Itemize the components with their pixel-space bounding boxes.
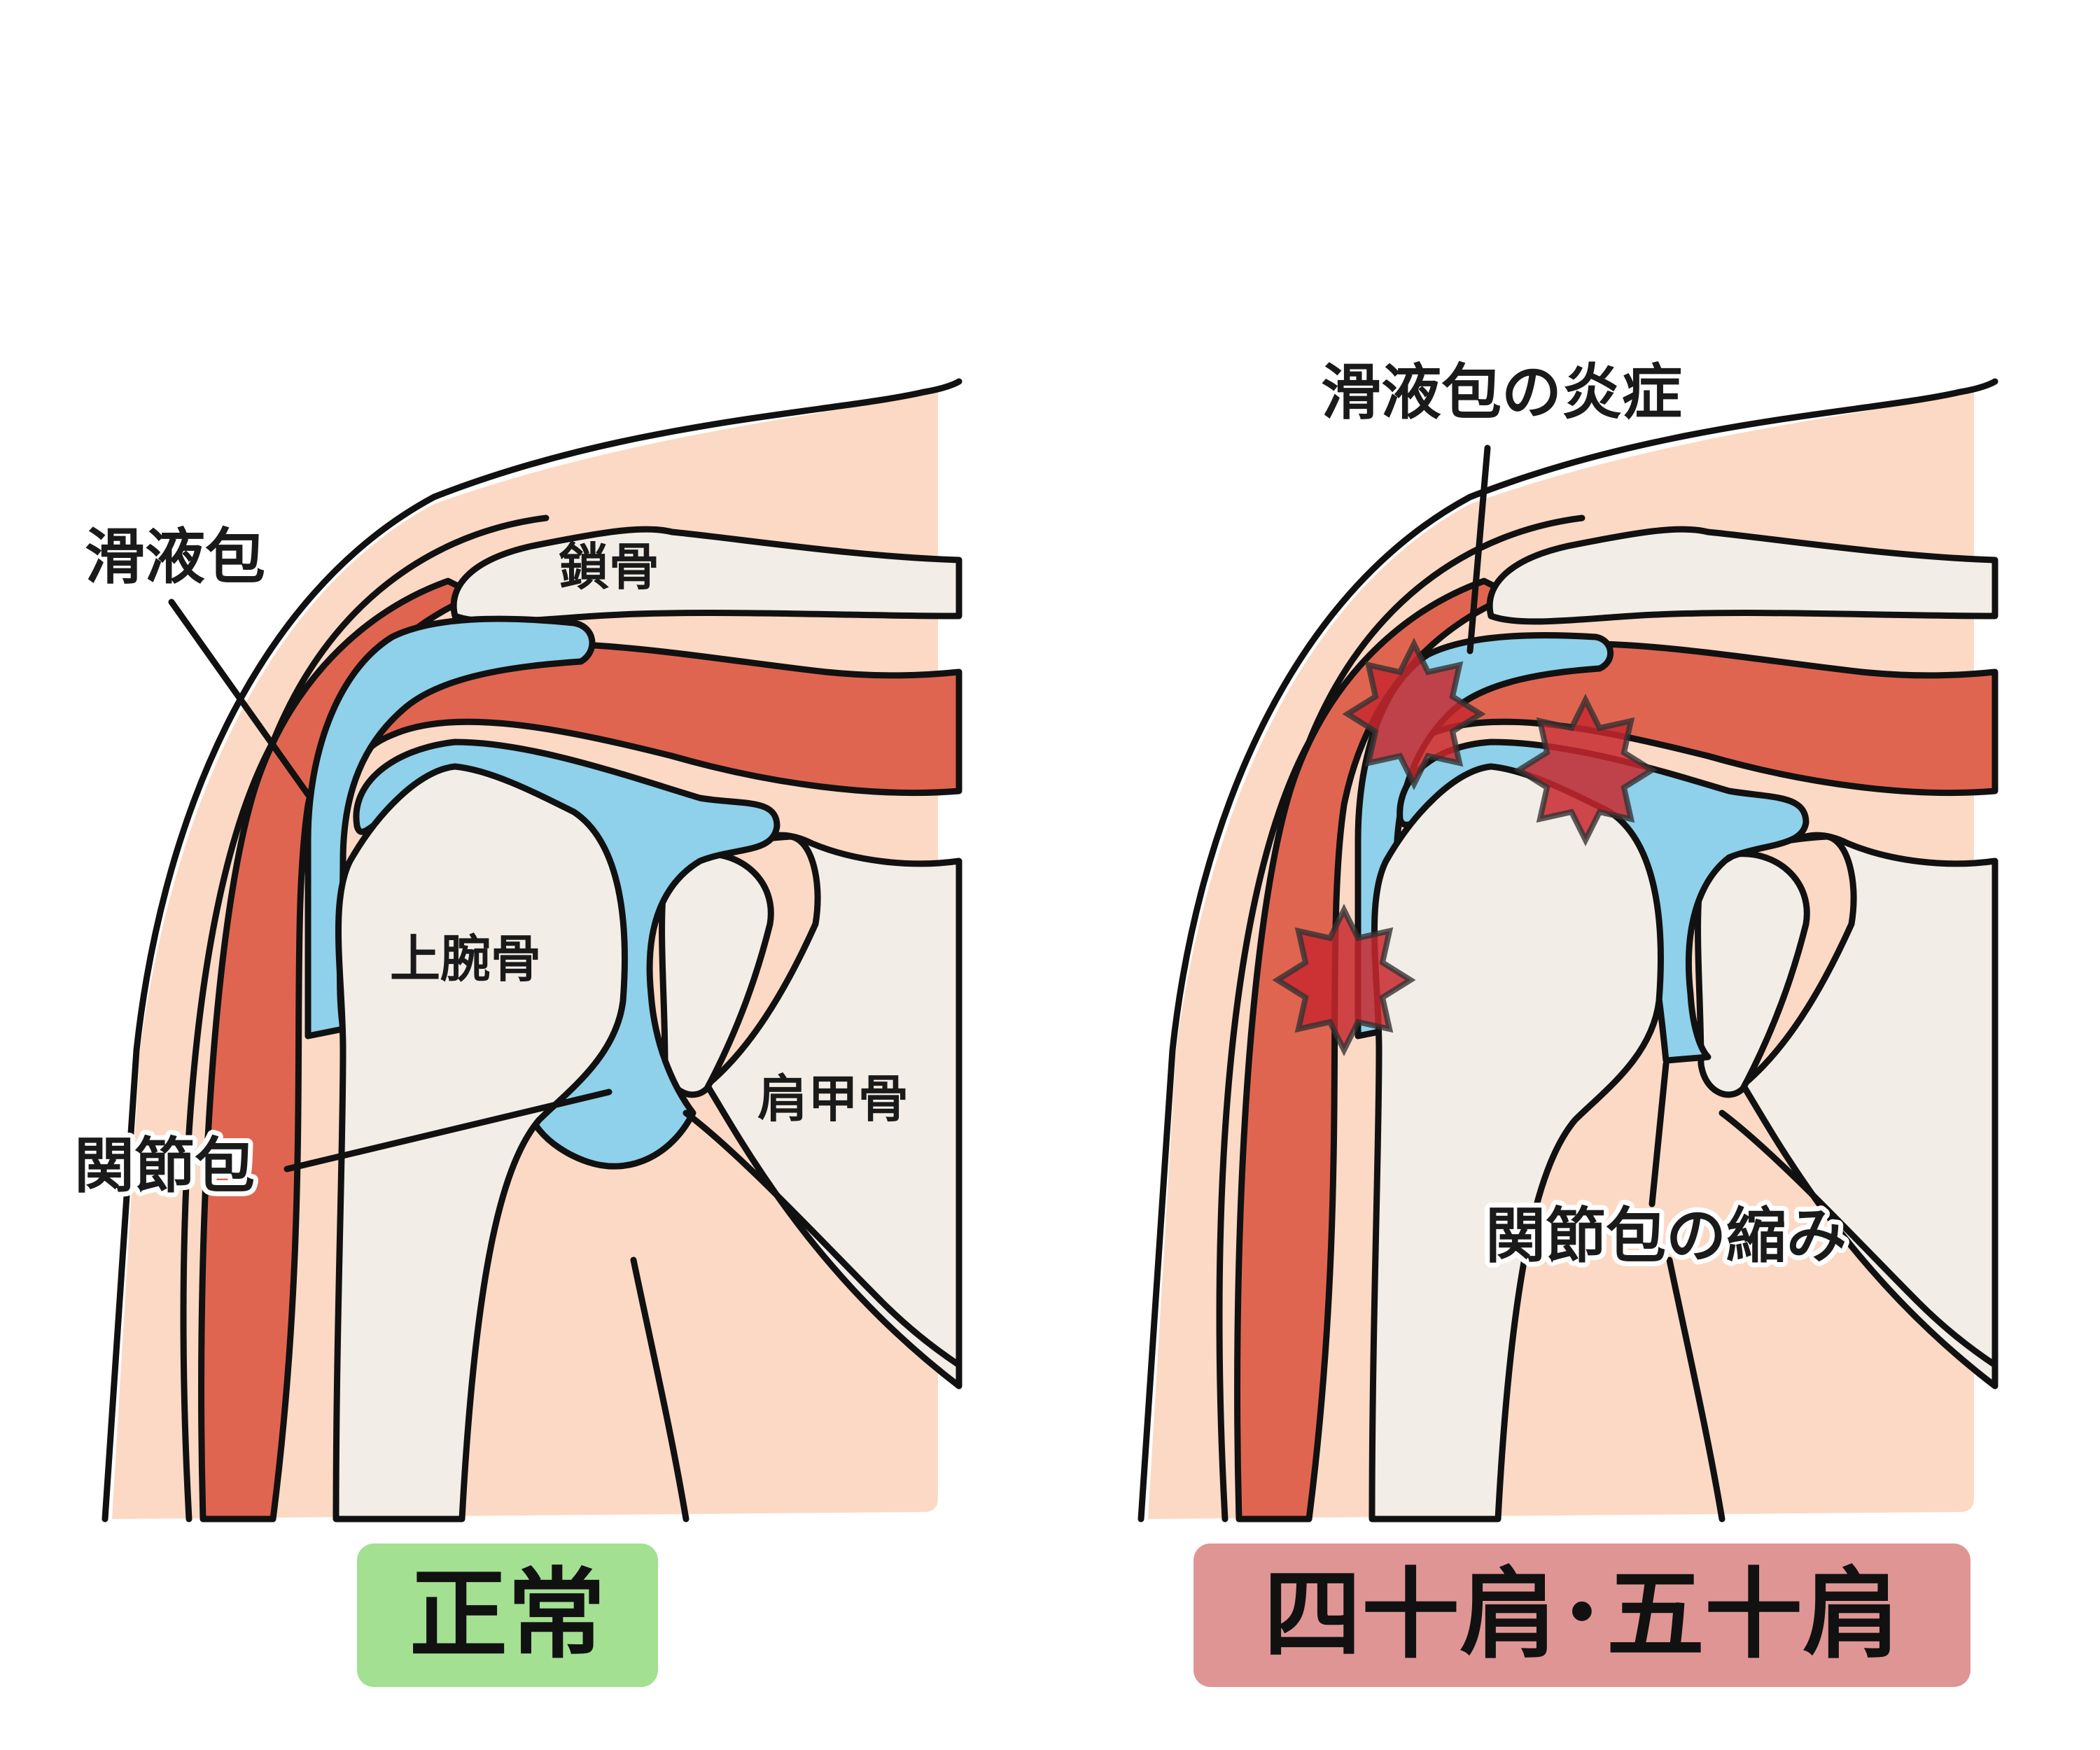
inner-skin-contour: [1216, 514, 1586, 1522]
label-capsule: 関節包: [74, 1131, 255, 1201]
bursa-sac: [304, 615, 596, 1040]
humerus-bone: [332, 763, 628, 1522]
caption-frozen-shoulder: 四十肩･五十肩: [1264, 1558, 1900, 1672]
caption-normal: 正常: [410, 1558, 606, 1672]
leader-bursa: [168, 598, 312, 798]
label-humerus: 上腕骨: [390, 930, 541, 988]
clavicle-bone: [450, 526, 962, 625]
glenoid: [1695, 850, 1810, 1098]
label-clavicle: 鎖骨: [559, 538, 659, 596]
inflammation-mark: [1513, 694, 1658, 846]
leader-capsule: [284, 1088, 612, 1172]
panel-normal: 滑液包 鎖骨 上腕骨 肩甲骨 関節包 正常: [69, 378, 962, 1687]
scapula-lower-edge: [1718, 1110, 1998, 1368]
caption-normal-box: [357, 1544, 658, 1687]
scapula-lower-edge: [682, 1110, 962, 1368]
label-capsule-contraction: 関節包の縮み: [1485, 1201, 1847, 1271]
leader-bursa-inflammation: [1466, 444, 1491, 654]
humerus-shaft-line: [630, 1256, 690, 1522]
glenoid: [659, 850, 774, 1098]
label-bursa: 滑液包: [85, 522, 265, 592]
leader-capsule-contraction: [1648, 1060, 1670, 1208]
skin-contour: [102, 378, 962, 1522]
inner-skin-contour: [180, 514, 550, 1522]
inflammation-mark: [1342, 638, 1486, 790]
humerus-shaft-line: [1666, 1256, 1726, 1522]
label-bursa-inflammation: 滑液包の炎症: [1321, 358, 1682, 428]
clavicle-bone: [1486, 526, 1998, 625]
skin-contour: [1138, 378, 1998, 1522]
inflammation-mark: [1272, 904, 1416, 1056]
panel-frozen-shoulder: 滑液包の炎症 関節包の縮み 四十肩･五十肩: [1138, 353, 1998, 1687]
label-scapula: 肩甲骨: [757, 1070, 909, 1128]
caption-frozen-box: [1194, 1544, 1970, 1687]
